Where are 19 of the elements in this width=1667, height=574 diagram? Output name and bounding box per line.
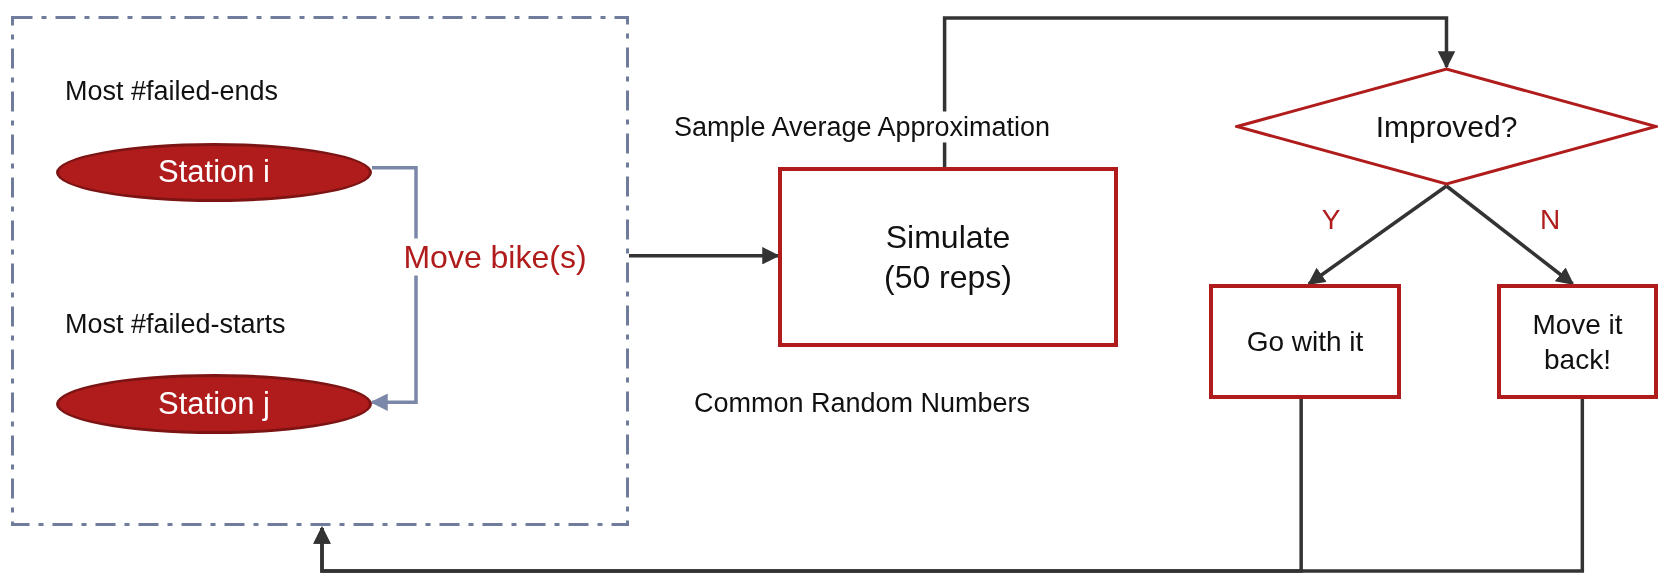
- note-text: Sample Average Approximation: [673, 111, 1051, 143]
- arrow: [629, 246, 780, 265]
- decision-diamond: [1235, 67, 1658, 186]
- arrow: [1307, 184, 1448, 286]
- station-label: Station i: [158, 153, 270, 192]
- arrow: [942, 16, 1456, 167]
- arrow: [1445, 184, 1575, 286]
- arrow: [370, 166, 418, 411]
- process-label: Go with it: [1246, 325, 1364, 359]
- process-label: Simulate (50 reps): [882, 218, 1013, 297]
- process-box: [1497, 284, 1658, 399]
- caption-text: Most #failed-ends: [65, 76, 279, 107]
- station-label: Station j: [158, 384, 270, 423]
- caption-text: Most #failed-starts: [65, 309, 286, 340]
- decision-label: Improved?: [1375, 108, 1518, 145]
- process-box: [1209, 284, 1401, 399]
- process-label: Move it back!: [1531, 307, 1624, 377]
- arrow: [313, 399, 1585, 573]
- process-box: [778, 167, 1118, 347]
